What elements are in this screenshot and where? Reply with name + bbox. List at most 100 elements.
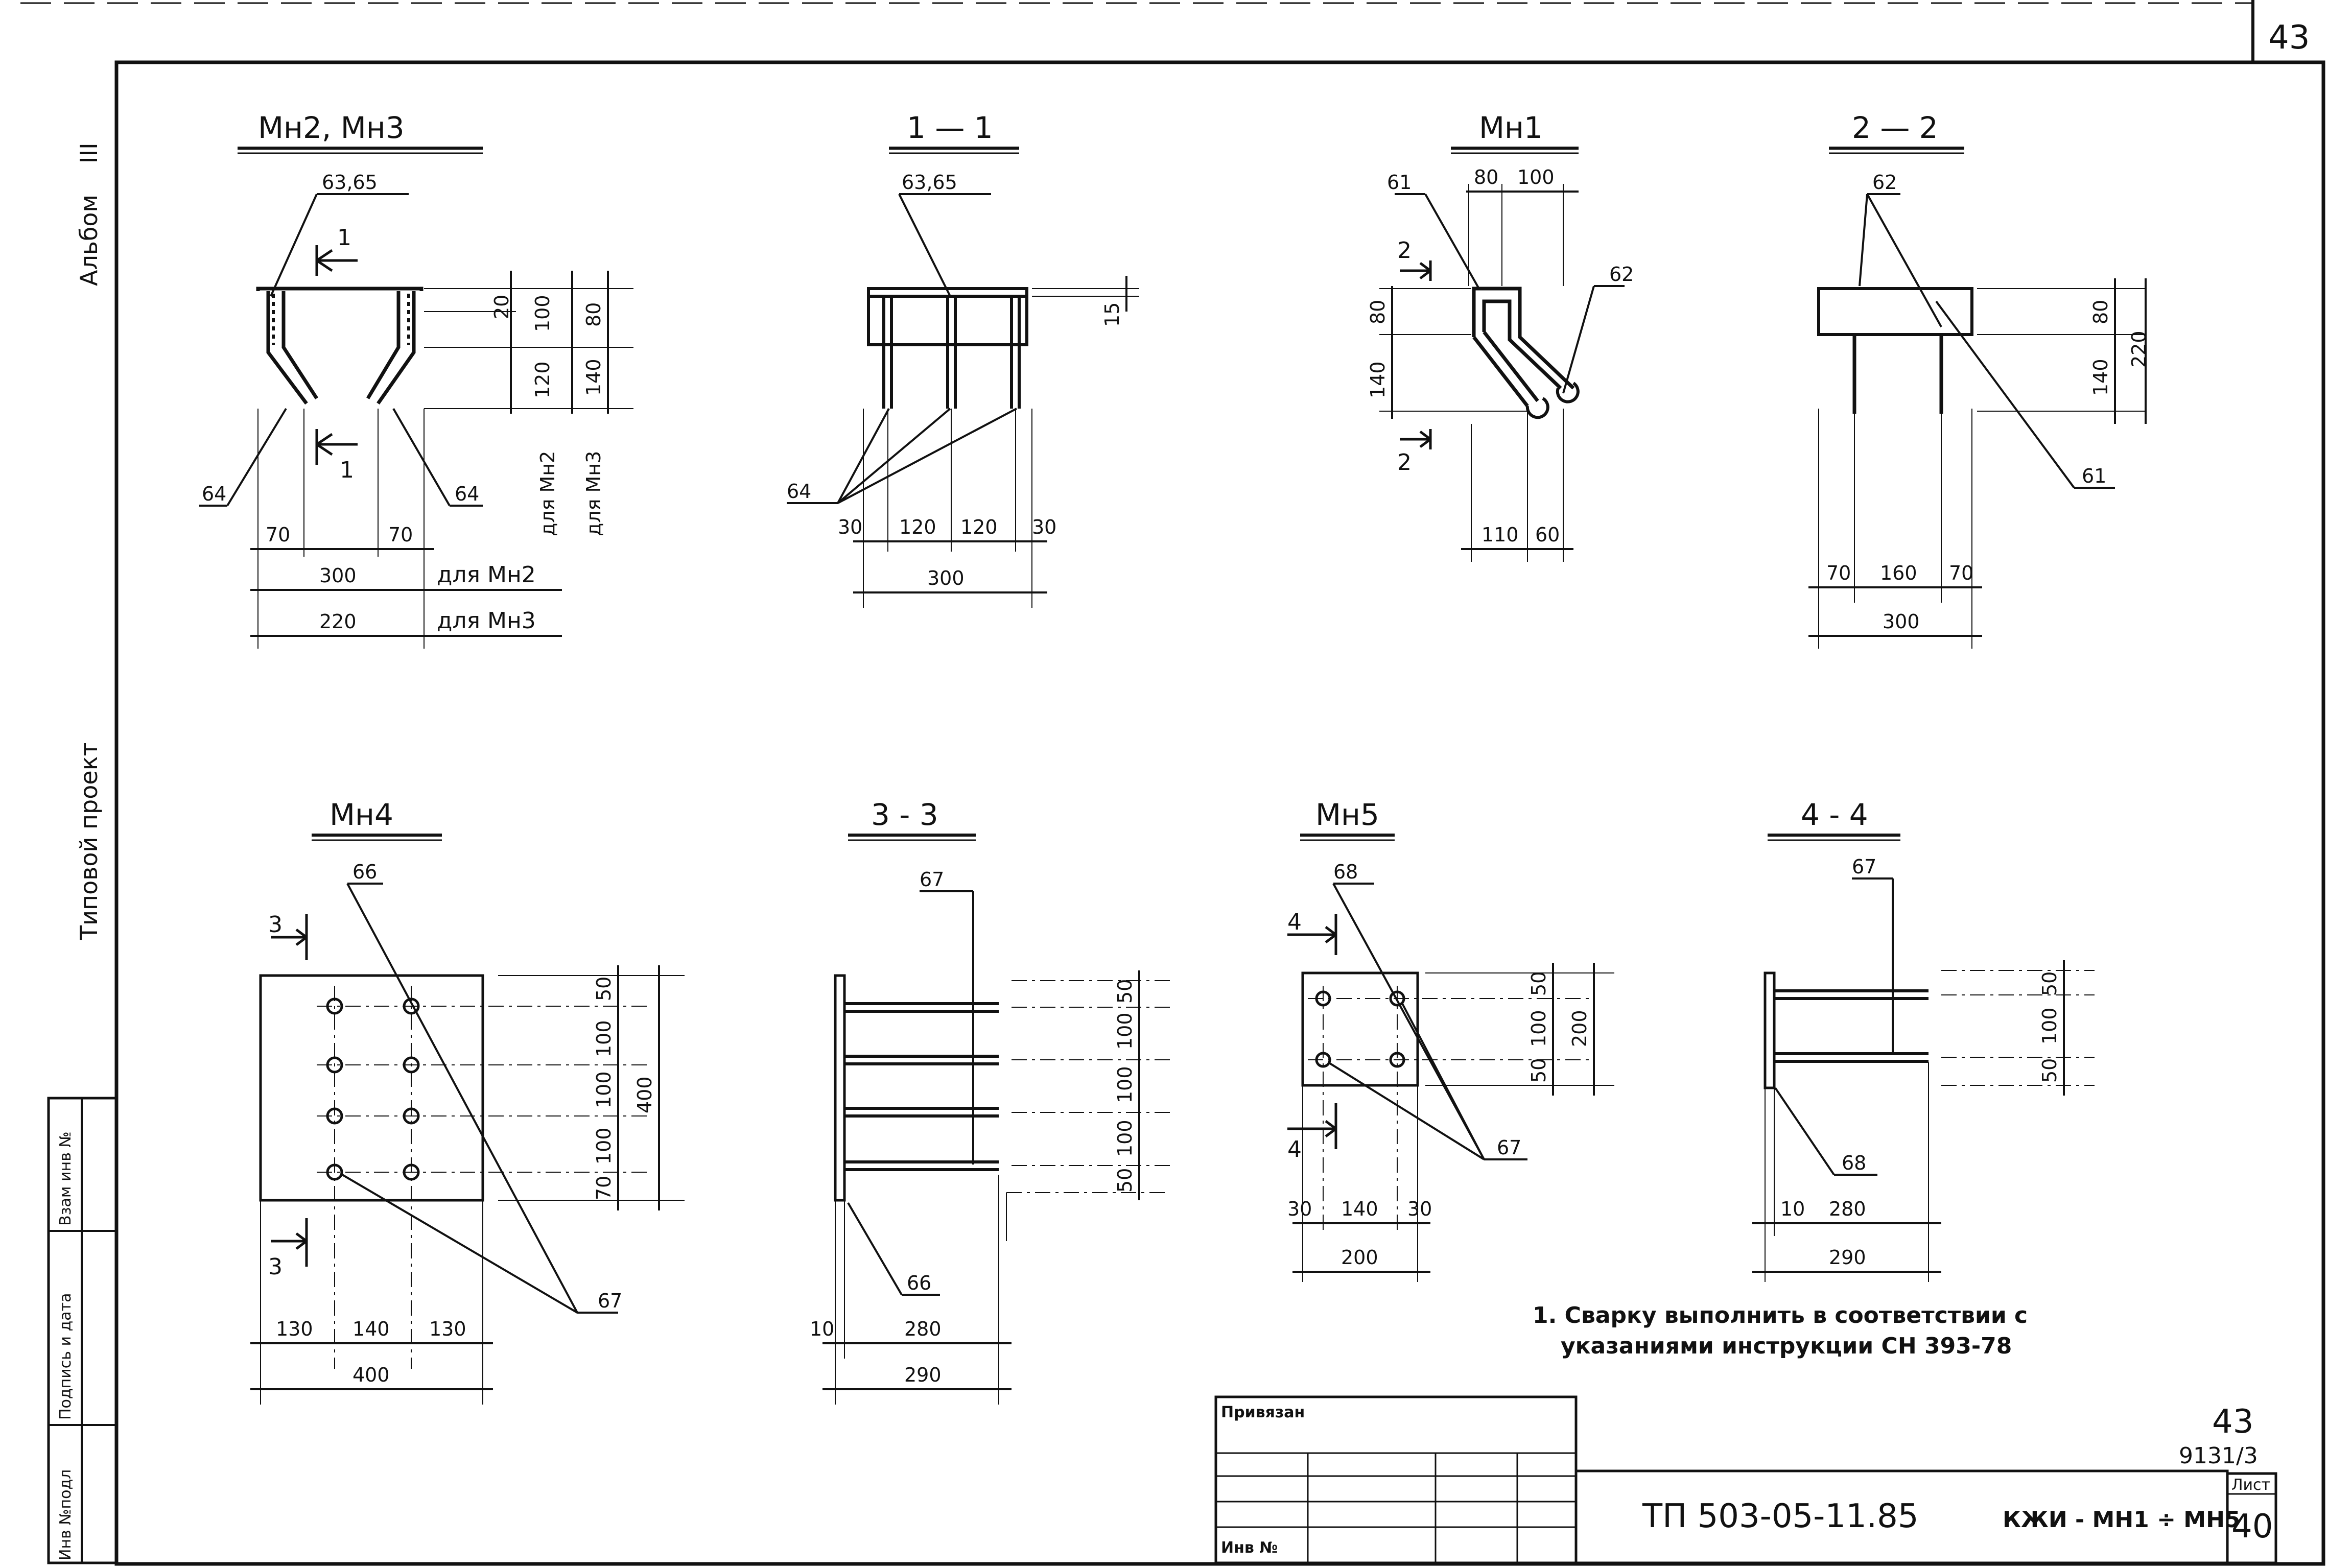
view-title-mn5: Мн5 [1315,797,1379,832]
view-title-4-4: 4 - 4 [1801,797,1868,832]
title-block-drawing-code: КЖИ - МН1 ÷ МН5 [2003,1507,2241,1533]
dim-v3-140: 140 [1367,361,1389,398]
album-number: III [75,142,103,163]
callout-67-v5: 67 [598,1290,622,1312]
dim-v1-for-mn2: для Мн2 [536,451,559,536]
dim-v5-100-b: 100 [593,1071,615,1108]
dim-v4-300: 300 [1883,610,1920,633]
dim-v2-15: 15 [1101,302,1123,327]
side-stamp: Взам инв № Подпись и дата Инв №подл [49,1098,116,1563]
dim-v4-70-left: 70 [1826,562,1851,584]
dim-v3-100: 100 [1517,166,1555,188]
section-mark-2-bottom: 2 [1397,449,1412,476]
dim-v4-220: 220 [2128,330,2150,368]
dim-v7-100: 100 [1527,1010,1550,1047]
dim-v5-50: 50 [593,977,615,1001]
dim-v2-300: 300 [927,567,965,589]
dim-v2-120-a: 120 [899,516,936,538]
dim-v7-30-right: 30 [1407,1198,1432,1220]
view-title-mn2-mn3: Мн2, Мн3 [258,110,405,145]
view-mn4: Мн4 66 67 3 3 50 100 100 [250,797,685,1405]
view-section-1-1: 1 — 1 63,65 64 15 30 120 120 30 300 [787,110,1139,608]
dim-v6-100-c: 100 [1114,1120,1136,1157]
section-mark-4-bottom: 4 [1287,1136,1302,1162]
section-mark-3-top: 3 [268,912,283,938]
dim-v6-100-a: 100 [1114,1012,1136,1050]
dim-v2-120-b: 120 [960,516,998,538]
dim-v8-50-b: 50 [2038,1058,2061,1083]
dim-v4-140: 140 [2089,359,2112,396]
callout-64-left: 64 [202,483,226,505]
side-stamp-inv: Инв №подл [57,1469,75,1560]
dim-v1-row300-label: для Мн2 [437,562,536,588]
dim-v1-70-right: 70 [388,524,413,546]
dim-v1-220: 220 [319,610,357,633]
view-mn5: Мн5 68 67 4 4 50 100 50 200 [1287,797,1614,1282]
album-label: Альбом [75,195,103,286]
dim-v4-160: 160 [1880,562,1917,584]
view-section-4-4: 4 - 4 67 68 50 100 50 10 280 290 [1752,797,2095,1282]
dim-v8-100: 100 [2038,1007,2061,1044]
section-mark-3-bottom: 3 [268,1254,283,1280]
section-mark-1-top: 1 [337,225,351,251]
note-line-1: 1. Сварку выполнить в соответствии с [1533,1302,2028,1328]
dim-v7-50-b: 50 [1527,1058,1550,1083]
title-block-sheet-label: Лист [2231,1476,2270,1494]
dim-v5-130-left: 130 [276,1318,313,1340]
dim-v3-60: 60 [1535,524,1560,546]
dim-v6-290: 290 [904,1364,942,1386]
dim-v5-400: 400 [352,1364,390,1386]
title-block: Привязан Инв № ТП 503-05-11.85 КЖИ - МН1… [1216,1397,2276,1563]
dim-v3-110: 110 [1482,524,1519,546]
dim-v4-80: 80 [2089,300,2112,324]
dim-v2-30-left: 30 [838,516,862,538]
dim-v6-280: 280 [904,1318,942,1340]
callout-68-v7: 68 [1333,861,1358,883]
dim-v6-50-a: 50 [1114,979,1136,1004]
dim-v8-280: 280 [1829,1198,1866,1220]
callout-61-v4: 61 [2082,465,2106,487]
section-mark-2-top: 2 [1397,237,1412,264]
dim-v1-70-left: 70 [266,524,290,546]
callout-63-65-v2: 63,65 [902,171,957,194]
callout-62-v3: 62 [1609,263,1634,286]
dim-v5-400-vertical: 400 [633,1076,656,1113]
view-mn1: Мн1 61 62 2 2 80 100 80 140 110 60 [1367,110,1634,562]
view-title-3-3: 3 - 3 [871,797,938,832]
view-title-2-2: 2 — 2 [1852,110,1938,145]
title-block-code-small: 9131/3 [2179,1443,2258,1469]
note-line-2: указаниями инструкции СН 393-78 [1561,1333,2012,1359]
dim-v3-80: 80 [1367,300,1389,324]
dim-v6-100-b: 100 [1114,1066,1136,1103]
callout-61-v3: 61 [1387,171,1412,194]
title-block-project-code: ТП 503-05-11.85 [1642,1498,1919,1535]
dim-v1-row220-label: для Мн3 [437,608,536,634]
dim-v1-for-mn3: для Мн3 [582,451,605,536]
view-title-mn4: Мн4 [330,797,393,832]
dim-v1-120: 120 [531,361,554,398]
title-block-privyazan: Привязан [1221,1404,1305,1421]
mn4-studs [327,999,418,1179]
callout-66-v5: 66 [352,861,377,883]
dim-v8-10: 10 [1780,1198,1805,1220]
dim-v5-70: 70 [593,1176,615,1200]
dim-v7-200-vertical: 200 [1568,1010,1591,1047]
view-section-3-3: 3 - 3 67 66 50 100 100 100 50 [810,797,1170,1405]
callout-68-v8: 68 [1842,1152,1866,1174]
dim-v4-70-right: 70 [1949,562,1973,584]
dim-v6-50-b: 50 [1114,1168,1136,1193]
view-title-1-1: 1 — 1 [907,110,993,145]
general-note: 1. Сварку выполнить в соответствии с ука… [1533,1302,2028,1359]
callout-67-v6: 67 [920,868,944,891]
section-mark-4-top: 4 [1287,909,1302,935]
callout-67-v7: 67 [1497,1136,1521,1159]
dim-v1-100: 100 [531,295,554,332]
dim-v5-100-c: 100 [593,1127,615,1165]
view-title-mn1: Мн1 [1479,110,1543,145]
callout-64-right: 64 [455,483,479,505]
dim-v3-80-top: 80 [1474,166,1498,188]
callout-62-v4: 62 [1872,171,1897,194]
dim-v1-300: 300 [319,564,357,587]
callout-66-v6: 66 [907,1272,931,1294]
title-block-page-top: 43 [2212,1403,2253,1441]
